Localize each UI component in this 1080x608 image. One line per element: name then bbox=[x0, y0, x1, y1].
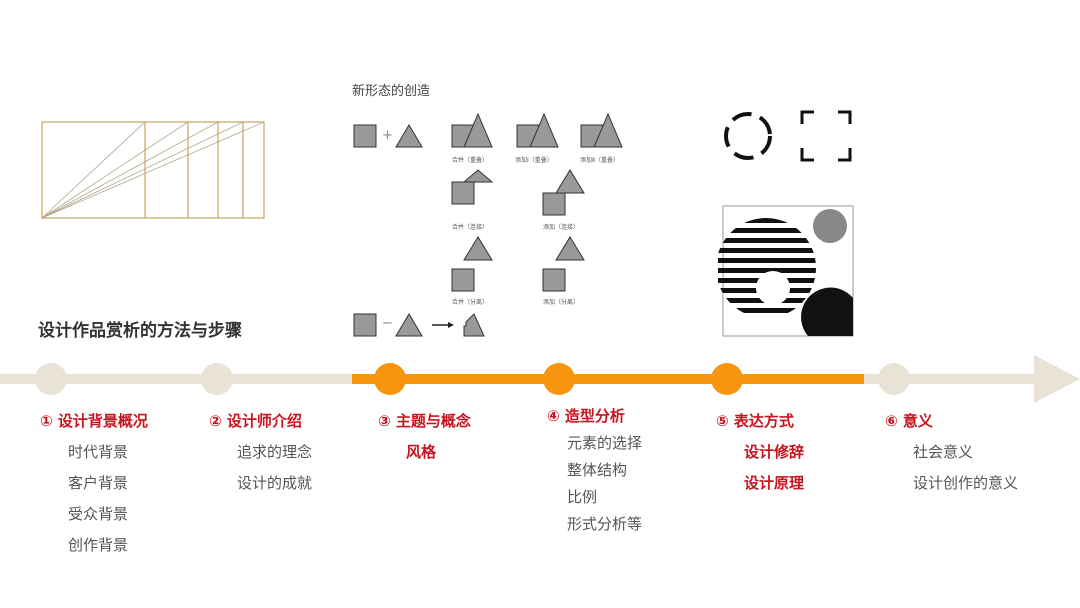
caption: 合并（分离） bbox=[452, 299, 489, 306]
step-item: 整体结构 bbox=[567, 461, 628, 479]
timeline-node-4 bbox=[543, 363, 575, 395]
arrow-head-icon bbox=[1034, 355, 1080, 403]
step-item: 设计修辞 bbox=[744, 443, 805, 461]
timeline-node-1 bbox=[35, 363, 67, 395]
step-item: 形式分析等 bbox=[567, 515, 643, 533]
step-item: 设计原理 bbox=[744, 474, 805, 492]
caption: 添加Ⅰ（重叠） bbox=[515, 157, 553, 164]
step-heading: ⑤ 表达方式 bbox=[716, 412, 794, 430]
step-heading: ④ 造型分析 bbox=[547, 407, 625, 425]
step-6: ⑥ 意义 社会意义 设计创作的意义 bbox=[885, 410, 1018, 493]
step-item: 追求的理念 bbox=[237, 443, 313, 461]
caption: 添加Ⅱ（重叠） bbox=[580, 157, 619, 164]
step-heading: ⑥ 意义 bbox=[885, 412, 933, 430]
step-4: ④ 造型分析 元素的选择 整体结构 比例 形式分析等 bbox=[547, 405, 642, 534]
gestalt-diagram bbox=[718, 110, 854, 337]
golden-ratio-diagram bbox=[41, 121, 265, 219]
timeline-node-2 bbox=[201, 363, 233, 395]
form-creation-diagram bbox=[353, 112, 623, 337]
page-title: 设计作品赏析的方法与步骤 bbox=[38, 321, 242, 341]
step-item: 创作背景 bbox=[68, 536, 129, 554]
caption: 合并（连接） bbox=[452, 224, 489, 231]
step-item: 风格 bbox=[406, 443, 437, 461]
step-heading: ② 设计师介绍 bbox=[209, 412, 302, 430]
step-item: 比例 bbox=[567, 488, 598, 506]
step-item: 设计创作的意义 bbox=[913, 474, 1019, 492]
step-heading: ③ 主题与概念 bbox=[378, 412, 471, 430]
step-item: 社会意义 bbox=[913, 443, 974, 461]
step-item: 受众背景 bbox=[68, 505, 129, 523]
step-5: ⑤ 表达方式 设计修辞 设计原理 bbox=[716, 410, 804, 493]
caption: 添加（分离） bbox=[543, 299, 580, 306]
timeline-active-track bbox=[352, 374, 864, 384]
caption: 合并（重叠） bbox=[452, 157, 489, 164]
figure-title: 新形态的创造 bbox=[352, 84, 431, 99]
step-heading: ① 设计背景概况 bbox=[40, 412, 148, 430]
timeline-node-5 bbox=[711, 363, 743, 395]
step-item: 客户背景 bbox=[68, 474, 129, 492]
step-item: 元素的选择 bbox=[567, 434, 643, 452]
step-item: 时代背景 bbox=[68, 443, 129, 461]
step-item: 设计的成就 bbox=[237, 474, 313, 492]
timeline-node-6 bbox=[878, 363, 910, 395]
step-2: ② 设计师介绍 追求的理念 设计的成就 bbox=[209, 410, 312, 493]
plus-sign: + bbox=[382, 128, 393, 143]
minus-sign: − bbox=[382, 316, 393, 331]
step-1: ① 设计背景概况 时代背景 客户背景 受众背景 创作背景 bbox=[40, 410, 148, 555]
timeline-node-3 bbox=[374, 363, 406, 395]
step-3: ③ 主题与概念 风格 bbox=[378, 410, 471, 462]
caption: 添加（连接） bbox=[543, 224, 580, 231]
